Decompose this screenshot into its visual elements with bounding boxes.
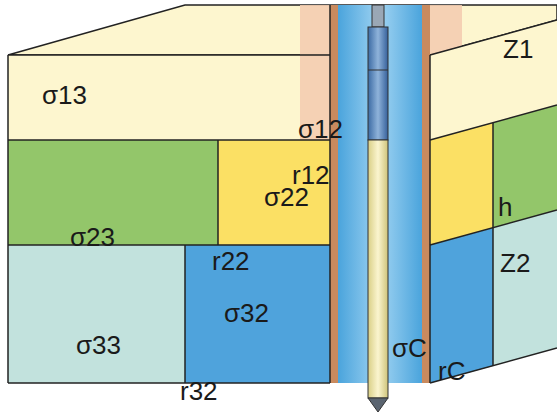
layer-label: h [498, 192, 512, 222]
layer-label: σ23 [70, 222, 115, 252]
layer-label: Z2 [500, 248, 530, 278]
layer-label: σ33 [76, 330, 121, 360]
layer-label: σ22 [264, 182, 309, 212]
layer-label: σ13 [42, 80, 87, 110]
layer-label: Z1 [503, 34, 533, 64]
layer-label: r22 [212, 246, 250, 276]
layer-label: σ32 [224, 298, 269, 328]
layer-label: r32 [180, 376, 218, 406]
layer-label: rC [438, 356, 465, 386]
layer-label: σ12 [298, 114, 343, 144]
layer-label: σC [392, 333, 427, 363]
